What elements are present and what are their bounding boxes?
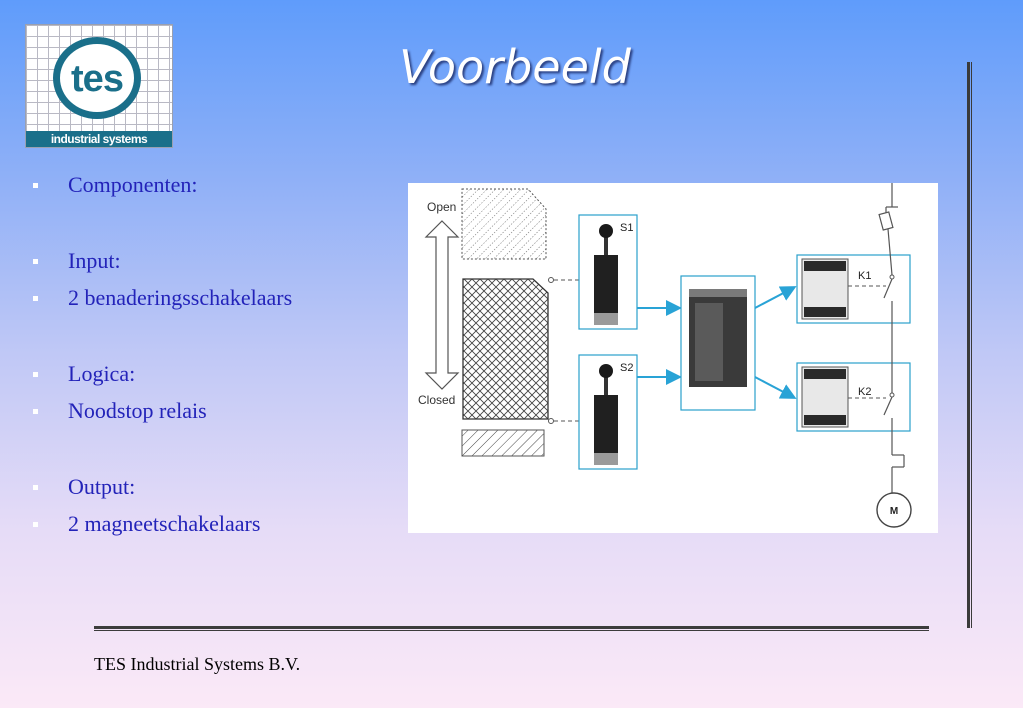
footer-rule	[94, 626, 929, 631]
k1-contact-node	[889, 274, 895, 280]
bullet-marker	[33, 259, 38, 264]
bullet-text: 2 benaderingsschakelaars	[68, 285, 293, 310]
bullet-text: Input:	[68, 248, 121, 273]
k2-contact-node	[889, 392, 895, 398]
contactor-k2-label: K2	[858, 386, 871, 398]
slide-title: Voorbeeld	[399, 40, 631, 94]
logo-word: tes	[71, 58, 124, 100]
link-point-1	[548, 277, 554, 283]
bullet-marker	[33, 522, 38, 527]
power-line-2	[887, 228, 893, 276]
bullet-marker	[33, 485, 38, 490]
switch-s2-label: S2	[620, 362, 633, 374]
vertical-rule	[967, 62, 972, 628]
bullet-text: Logica:	[68, 361, 136, 386]
open-label: Open	[427, 200, 456, 214]
logo-tagline: industrial systems	[26, 131, 172, 147]
arrow-relay-to-k1	[754, 286, 797, 309]
fuse-symbol	[878, 211, 894, 231]
contactor-k1-terminals-top	[804, 261, 846, 271]
switch-s1-label: S1	[620, 222, 633, 234]
contactor-k1-terminals-bottom	[804, 307, 846, 317]
contactor-k2-terminals-bottom	[804, 415, 846, 425]
switch-s1-body	[594, 255, 618, 313]
closed-label: Closed	[418, 393, 455, 407]
bullet-text: 2 magneetschakelaars	[68, 511, 261, 536]
contactor-k1-label: K1	[858, 270, 871, 282]
motor-symbol	[876, 492, 912, 528]
safety-circuit-diagram: Open Closed S1 S2	[408, 183, 938, 533]
bullet-marker	[33, 409, 38, 414]
motor-label: M	[890, 506, 898, 517]
open-close-arrow	[424, 220, 460, 390]
bullet-text: Noodstop relais	[68, 398, 207, 423]
guard-open-position	[461, 188, 547, 260]
guard-fixed-part	[461, 429, 545, 457]
switch-s2-base	[594, 453, 618, 465]
switch-s2-body	[594, 395, 618, 453]
tes-logo: tes industrial systems	[25, 24, 173, 148]
bullet-text: Componenten:	[68, 172, 198, 197]
guard-closed-position	[462, 278, 549, 420]
bullet-marker	[33, 296, 38, 301]
bullet-marker	[33, 183, 38, 188]
safety-relay-front	[695, 303, 723, 381]
arrow-relay-to-k2	[754, 376, 797, 399]
switch-s2-roller	[599, 364, 613, 378]
footer-text: TES Industrial Systems B.V.	[94, 654, 301, 674]
contactor-k2-terminals-top	[804, 369, 846, 379]
k2-contact-blade	[883, 396, 893, 416]
logo-circle: tes	[53, 37, 141, 119]
switch-s1-base	[594, 313, 618, 325]
switch-s1-roller	[599, 224, 613, 238]
safety-relay-top	[689, 289, 747, 297]
link-point-2	[548, 418, 554, 424]
bullet-marker	[33, 372, 38, 377]
bullet-text: Output:	[68, 474, 136, 499]
k1-contact-blade	[883, 278, 893, 299]
